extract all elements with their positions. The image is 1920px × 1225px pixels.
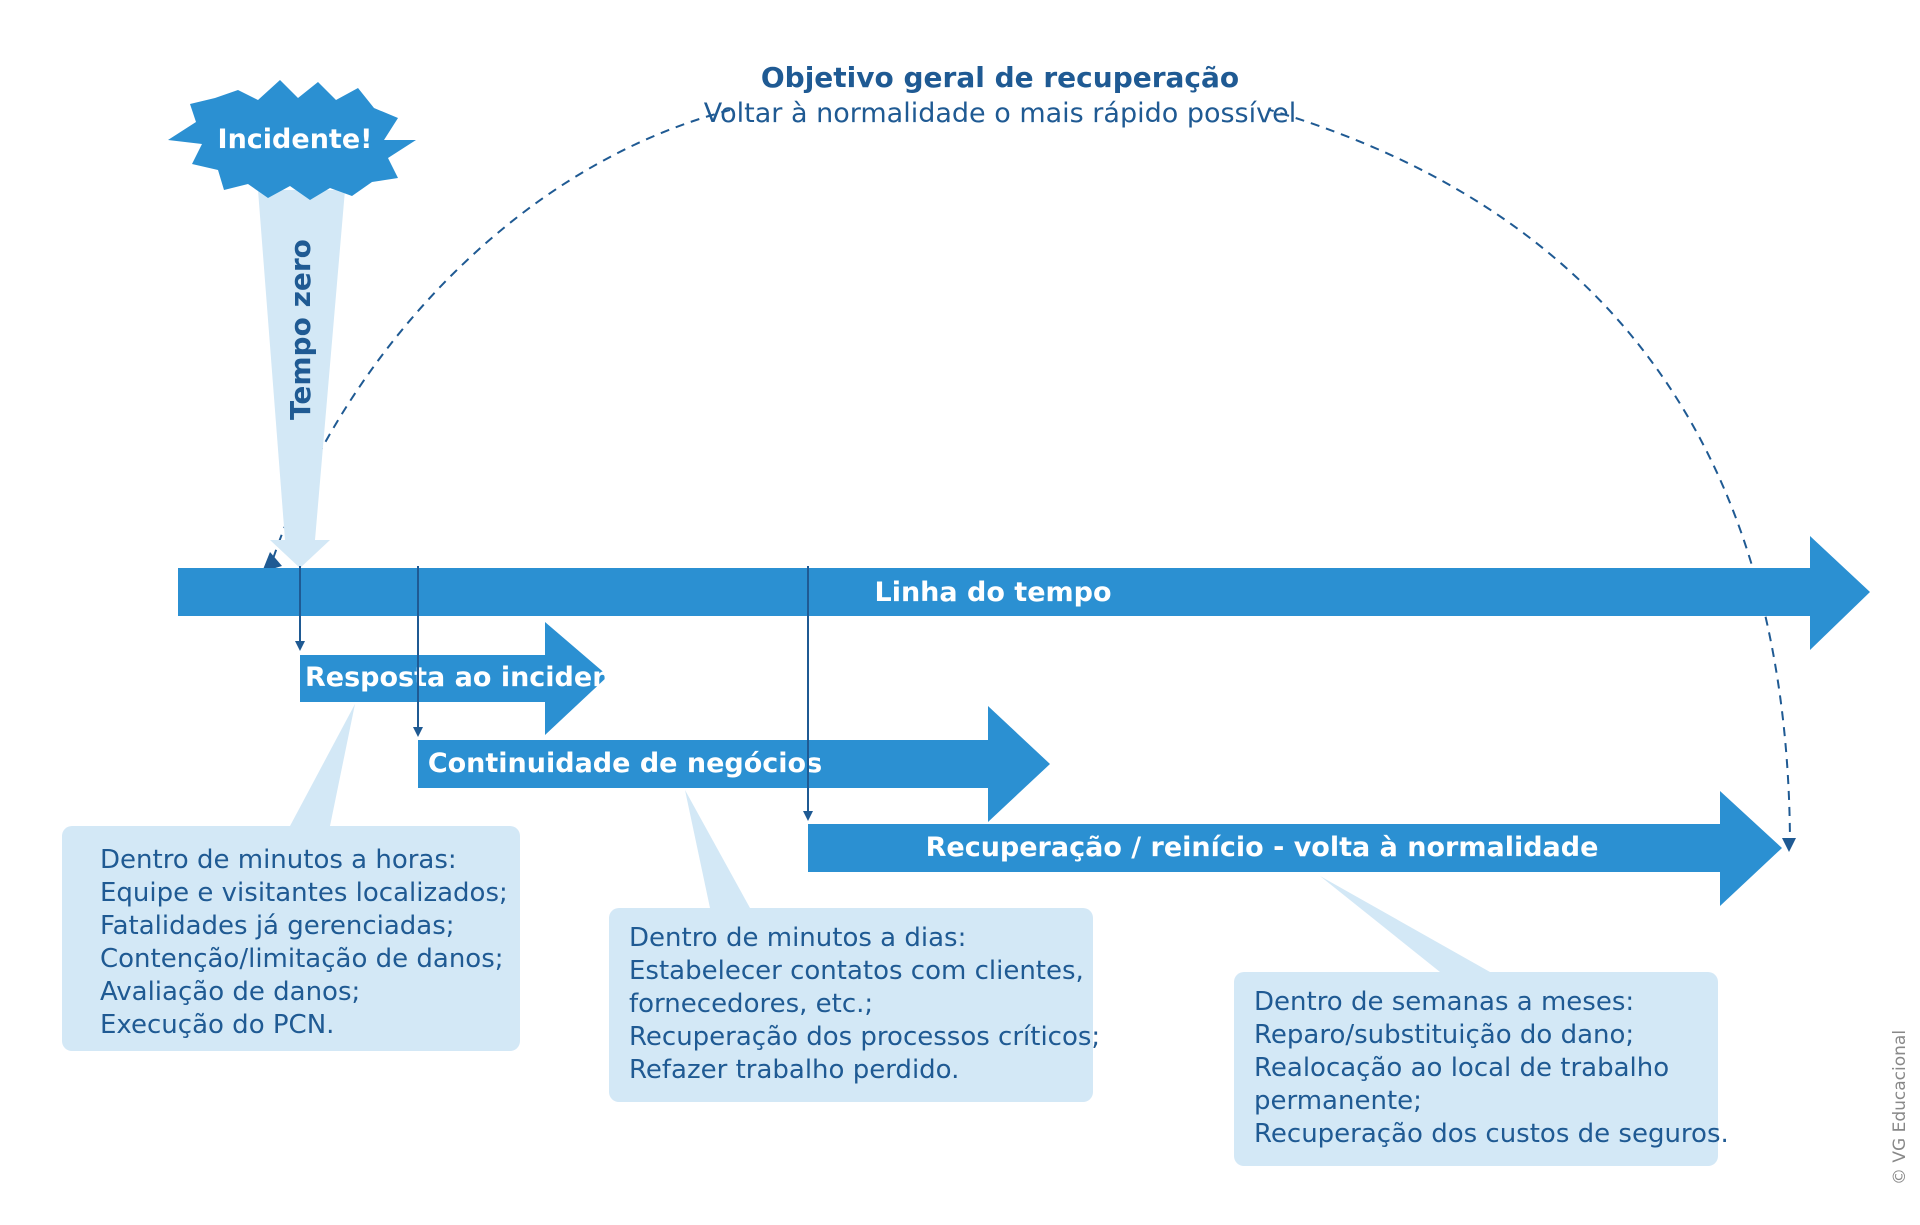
note-line: Estabelecer contatos com clientes, bbox=[629, 956, 1084, 986]
phase-label-recovery: Recuperação / reinício - volta à normali… bbox=[926, 832, 1599, 863]
note-box-recovery bbox=[1234, 972, 1718, 1166]
note-line: Reparo/substituição do dano; bbox=[1254, 1020, 1634, 1050]
incident-starburst-icon bbox=[168, 80, 416, 200]
note-line: Equipe e visitantes localizados; bbox=[100, 878, 508, 908]
note-text-business-continuity: Dentro de minutos a dias:Estabelecer con… bbox=[629, 923, 1100, 1085]
note-line: Dentro de minutos a dias: bbox=[629, 923, 966, 953]
note-line: Recuperação dos processos críticos; bbox=[629, 1022, 1100, 1052]
recovery-goal-arc bbox=[269, 109, 1791, 849]
note-line: Avaliação de danos; bbox=[100, 977, 360, 1007]
note-line: Contenção/limitação de danos; bbox=[100, 944, 504, 974]
phase-label-business-continuity: Continuidade de negócios bbox=[428, 748, 822, 779]
timeline-label: Linha do tempo bbox=[874, 577, 1111, 608]
note-box-business-continuity bbox=[609, 908, 1093, 1102]
incident-beam bbox=[258, 190, 345, 568]
note-line: permanente; bbox=[1254, 1086, 1422, 1116]
note-text-recovery: Dentro de semanas a meses:Reparo/substit… bbox=[1254, 987, 1729, 1149]
goal-subtitle: Voltar à normalidade o mais rápido possí… bbox=[704, 98, 1296, 129]
phase-arrow-incident-response bbox=[300, 622, 608, 735]
note-line: fornecedores, etc.; bbox=[629, 989, 873, 1019]
phase-label-incident-response: Resposta ao incidente bbox=[305, 662, 643, 693]
timeline-arrow bbox=[178, 536, 1870, 650]
note-line: Dentro de minutos a horas: bbox=[100, 845, 457, 875]
note-pointer-1 bbox=[290, 704, 355, 826]
note-line: Refazer trabalho perdido. bbox=[629, 1055, 959, 1085]
goal-title: Objetivo geral de recuperação bbox=[761, 61, 1239, 94]
arc-arrowhead-icon bbox=[262, 552, 282, 572]
credit-text: © VG Educacional bbox=[1890, 1030, 1910, 1185]
arc-end-arrowhead-icon bbox=[1782, 838, 1796, 852]
note-pointer-2 bbox=[685, 790, 750, 908]
note-box-incident-response bbox=[62, 826, 520, 1051]
incident-label: Incidente! bbox=[218, 124, 373, 155]
note-line: Fatalidades já gerenciadas; bbox=[100, 911, 455, 941]
note-line: Realocação ao local de trabalho bbox=[1254, 1053, 1669, 1083]
time-zero-label: Tempo zero bbox=[284, 239, 317, 420]
phase-arrow-recovery bbox=[808, 791, 1782, 906]
note-line: Recuperação dos custos de seguros. bbox=[1254, 1119, 1729, 1149]
note-line: Execução do PCN. bbox=[100, 1010, 334, 1040]
note-line: Dentro de semanas a meses: bbox=[1254, 987, 1634, 1017]
note-text-incident-response: Dentro de minutos a horas:Equipe e visit… bbox=[100, 845, 508, 1040]
note-pointer-3 bbox=[1320, 876, 1490, 972]
phase-arrow-business-continuity bbox=[418, 706, 1050, 822]
